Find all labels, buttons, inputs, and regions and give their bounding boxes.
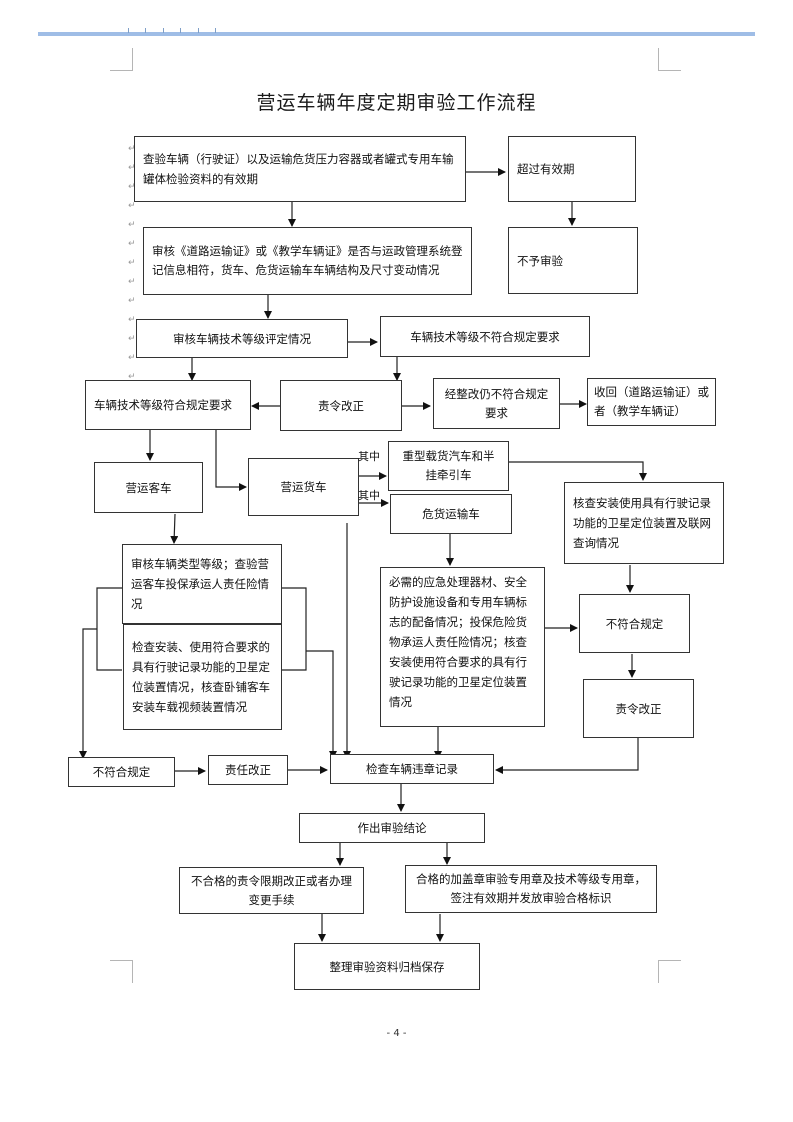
node-passenger-vehicle: 营运客车 — [94, 462, 203, 513]
ruler-tick — [180, 28, 181, 33]
bracket-left — [96, 587, 122, 671]
node-order-correction-right: 责令改正 — [583, 679, 694, 738]
margin-corner-top-left — [110, 48, 133, 71]
node-no-inspection: 不予审验 — [508, 227, 638, 294]
node-passed-action: 合格的加盖章审验专用章及技术等级专用章，签注有效期并发放审验合格标识 — [405, 865, 657, 913]
margin-corner-bottom-right — [658, 960, 681, 983]
label-among-2: 其中 — [358, 489, 380, 502]
margin-corner-bottom-left — [110, 960, 133, 983]
node-still-not-compliant: 经整改仍不符合规定要求 — [433, 378, 560, 429]
ruler-tick — [215, 28, 216, 33]
node-dangerous-goods-vehicle: 危货运输车 — [390, 494, 512, 534]
node-review-certificates: 审核《道路运输证》或《教学车辆证》是否与运政管理系统登记信息相符，货车、危货运输… — [143, 227, 472, 295]
arrow-to-freight-vehicle — [215, 430, 247, 491]
node-passenger-device-check: 检查安装、使用符合要求的具有行驶记录功能的卫星定位装置情况，核查卧铺客车安装车载… — [123, 624, 282, 730]
paragraph-marks: ↵↵↵↵↵↵↵↵↵↵↵↵↵ — [128, 144, 136, 382]
node-heavy-truck: 重型载货汽车和半挂牵引车 — [388, 441, 509, 491]
node-archive: 整理审验资料归档保存 — [294, 943, 480, 990]
ruler-tick — [163, 28, 164, 33]
page-number: - 4 - — [386, 1028, 407, 1039]
node-check-violations: 检查车辆违章记录 — [330, 754, 494, 784]
node-freight-vehicle: 营运货车 — [248, 458, 359, 516]
node-grade-not-compliant: 车辆技术等级不符合规定要求 — [380, 316, 590, 357]
page-title: 营运车辆年度定期审验工作流程 — [256, 92, 537, 114]
node-passenger-grade-check: 审核车辆类型等级；查验营运客车投保承运人责任险情况 — [122, 544, 282, 624]
arrow-passenger-to-check-violations — [306, 650, 337, 759]
node-make-conclusion: 作出审验结论 — [299, 813, 485, 843]
node-not-compliant-left: 不符合规定 — [68, 757, 175, 787]
node-grade-compliant: 车辆技术等级符合规定要求 — [85, 380, 251, 430]
label-among-1: 其中 — [358, 450, 380, 463]
node-satellite-check: 核查安装使用具有行驶记录功能的卫星定位装置及联网查询情况 — [564, 482, 724, 564]
arrow-to-passenger-grade-check — [170, 513, 179, 544]
node-responsibility-correction: 责任改正 — [208, 755, 288, 785]
ruler-bar — [38, 32, 755, 36]
ruler-tick — [128, 28, 129, 33]
bracket-right — [282, 587, 307, 671]
node-failed-action: 不合格的责令限期改正或者办理变更手续 — [179, 867, 364, 914]
arrow-to-satellite-check — [508, 461, 647, 481]
node-not-compliant-right: 不符合规定 — [579, 594, 690, 653]
ruler-tick — [198, 28, 199, 33]
node-order-correction: 责令改正 — [280, 380, 402, 431]
arrow-to-not-compliant-left — [79, 628, 97, 759]
node-review-tech-grade: 审核车辆技术等级评定情况 — [136, 319, 348, 358]
node-expired: 超过有效期 — [508, 136, 636, 202]
margin-corner-top-right — [658, 48, 681, 71]
ruler-tick — [145, 28, 146, 33]
node-dangerous-goods-check: 必需的应急处理器材、安全防护设施设备和专用车辆标志的配备情况；投保危险货物承运人… — [380, 567, 545, 727]
arrow-right-to-check-violations — [495, 738, 639, 774]
node-revoke-certificate: 收回（道路运输证）或者（教学车辆证） — [587, 378, 716, 426]
node-check-validity: 查验车辆（行驶证）以及运输危货压力容器或者罐式专用车输罐体检验资料的有效期 — [134, 136, 466, 202]
